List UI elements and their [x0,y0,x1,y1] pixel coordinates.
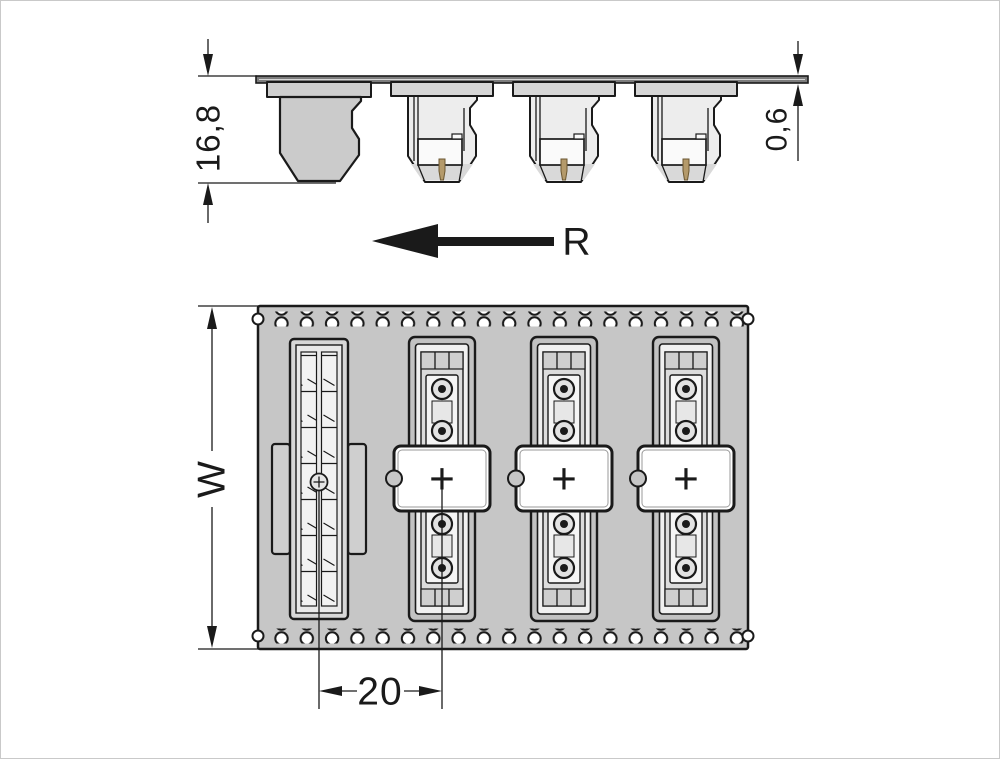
carrier-tape-top [256,304,750,651]
dim-16-8-label: 16,8 [190,104,227,172]
dim-w-label: W [191,460,234,498]
sprocket-holes-top-row [269,311,745,327]
tape-edge-notch [251,312,265,326]
top-view: W 20 [191,304,755,714]
dim-20-label: 20 [357,671,402,714]
arrowhead-up [793,84,803,106]
tape-edge-notch [741,312,755,326]
connector-top-view-detailed [270,337,368,621]
dim-0-6-label: 0,6 [761,107,794,152]
arrowhead-up [203,183,213,205]
arrowhead-down [793,54,803,75]
arrowhead-left [319,686,342,696]
dimension-20: 20 [318,479,443,714]
arrowhead-down [207,626,217,648]
reel-direction-arrow [372,224,438,258]
side-tab [346,442,368,556]
sprocket-holes-bottom-row [269,628,745,644]
dimension-0-6: 0,6 [761,41,803,161]
arrowhead-down [203,54,213,76]
arrowhead-right [419,686,442,696]
dimension-16-8: 16,8 [190,39,336,223]
side-tab [270,442,292,556]
dimension-w: W [191,305,259,650]
arrowhead-up [207,307,217,329]
reel-direction-label: R [562,221,591,264]
tape-edge-notch [251,629,265,643]
connector-side-profile-solid [266,81,372,183]
tape-edge-notch [741,629,755,643]
side-view: 16,8 0,6 [190,39,809,223]
reel-direction: R [372,221,591,264]
